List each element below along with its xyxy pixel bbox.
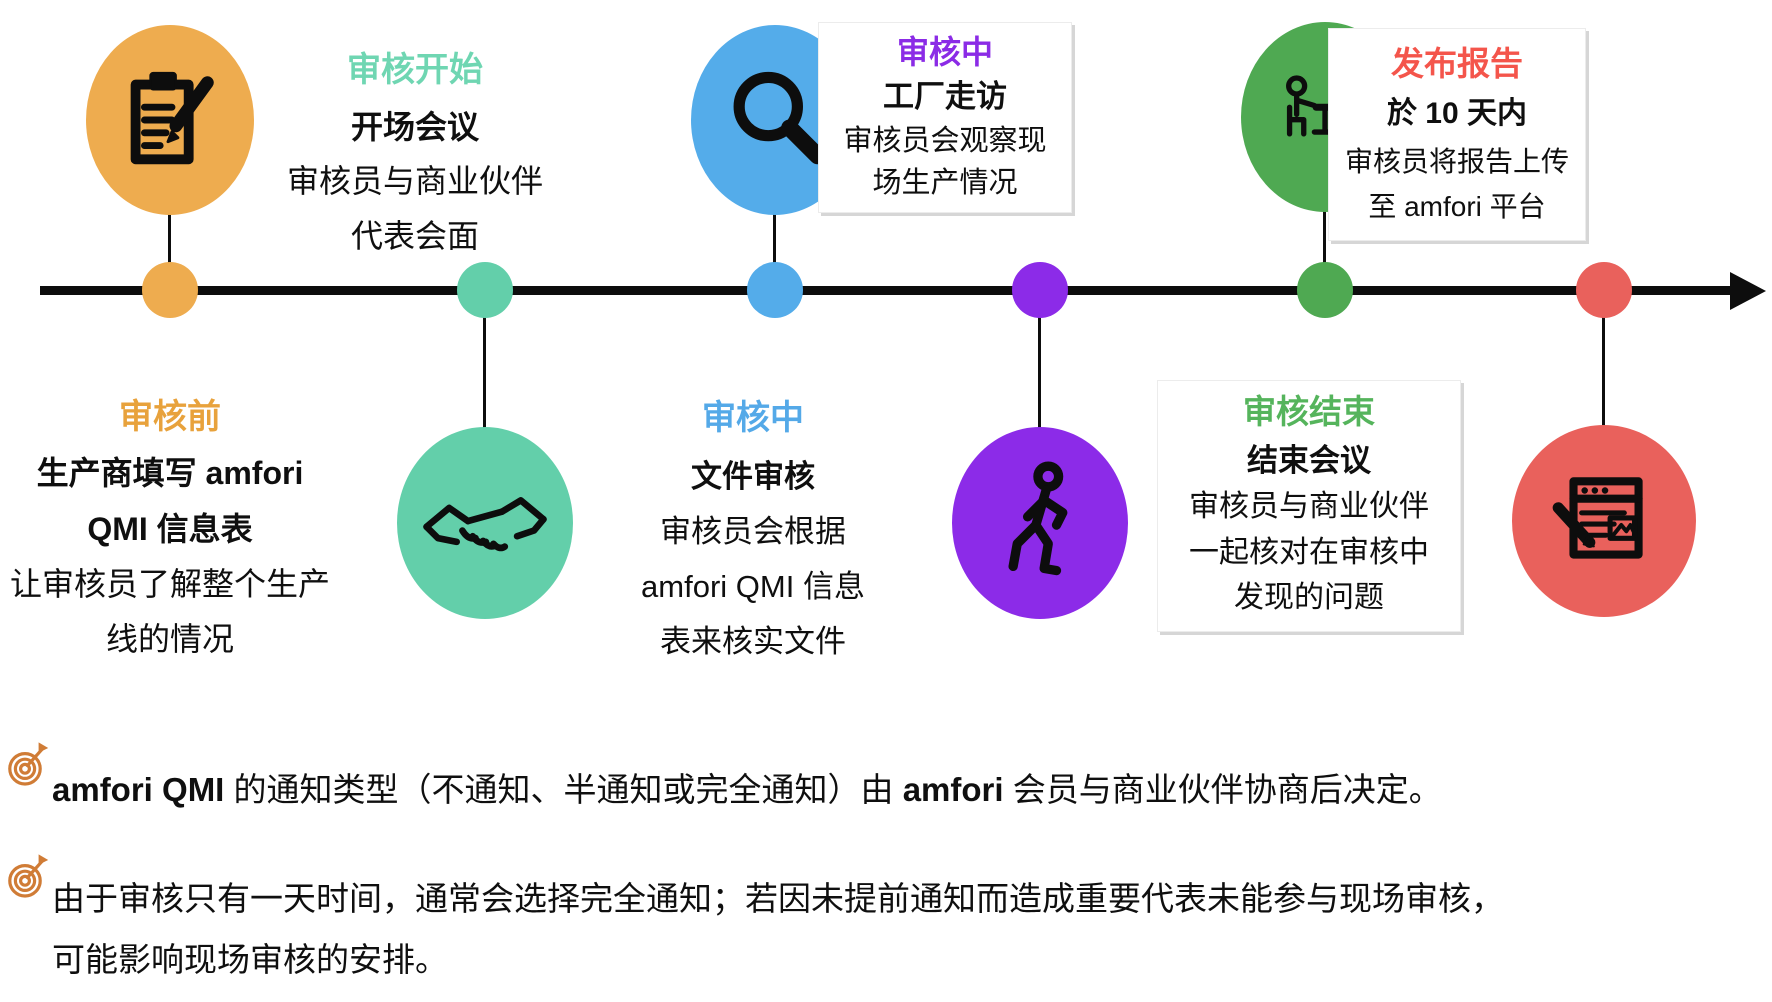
note1-bold-amfori-qmi: amfori QMI (52, 771, 225, 808)
publish-report-circle (1512, 425, 1696, 617)
note1-bold-amfori: amfori (902, 771, 1004, 808)
note2-line1: 由于审核只有一天时间，通常会选择完全通知；若因未提前通知而造成重要代表未能参与现… (52, 880, 1504, 917)
timeline-node-audit-opening (457, 262, 513, 318)
note1-text-2: 会员与商业伙伴协商后决定。 (1003, 771, 1442, 808)
pre-audit-label: 审核前 (119, 398, 221, 436)
connector-pre-audit (168, 212, 171, 264)
document-review-text: 审核中 文件审核 审核员会根据 amfori QMI 信息 表来核实文件 (598, 388, 908, 669)
connector-publish-report (1602, 316, 1605, 427)
publish-report-desc-line2: 至 amfori 平台 (1368, 191, 1546, 223)
publish-report-desc: 审核员将报告上传 (1344, 146, 1569, 178)
pre-audit-desc: 让审核员了解整个生产 (9, 565, 330, 602)
factory-tour-text: 审核中 工厂走访 审核员会观察现 场生产情况 (818, 22, 1072, 214)
connector-factory-tour (1038, 316, 1041, 429)
audit-opening-title: 开场会议 (350, 108, 479, 145)
audit-closing-desc-line2: 一起核对在审核中 (1189, 535, 1429, 569)
note1-text-1: 的通知类型（不通知、半通知或完全通知）由 (224, 771, 903, 808)
handshake-icon (423, 497, 547, 552)
walking-person-icon (1008, 461, 1068, 576)
magnifier-icon (733, 71, 826, 165)
timeline-node-publish-report (1576, 262, 1632, 318)
factory-tour-desc-line2: 场生产情况 (872, 167, 1018, 200)
factory-tour-desc: 审核员会观察现 (843, 125, 1047, 158)
report-icon (1552, 477, 1643, 559)
target-dart-icon (5, 846, 53, 911)
document-review-desc-line2: amfori QMI 信息 (641, 568, 865, 604)
document-review-desc-line3: 表来核实文件 (660, 624, 846, 660)
audit-closing-label: 审核结束 (1243, 393, 1375, 430)
document-review-label: 审核中 (702, 399, 804, 437)
audit-closing-desc-line3: 发现的问题 (1234, 581, 1384, 615)
timeline-line (40, 286, 1740, 295)
note2-line2: 可能影响现场审核的安排。 (52, 941, 448, 979)
timeline-node-pre-audit (142, 262, 198, 318)
audit-closing-desc: 审核员与商业伙伴 (1189, 490, 1429, 524)
audit-opening-label: 审核开始 (347, 51, 483, 89)
pre-audit-text: 审核前 生产商填写 amfori QMI 信息表 让审核员了解整个生产 线的情况 (0, 388, 340, 667)
note-full-notification: 由于审核只有一天时间，通常会选择完全通知；若因未提前通知而造成重要代表未能参与现… (52, 868, 1712, 990)
factory-tour-title: 工厂走访 (883, 79, 1007, 115)
document-review-desc: 审核员会根据 (660, 513, 846, 549)
factory-tour-circle (952, 427, 1128, 619)
pre-audit-circle (86, 25, 254, 215)
timeline-node-factory-tour (1012, 262, 1068, 318)
audit-closing-title: 结束会议 (1247, 443, 1371, 479)
timeline-arrowhead-icon (1730, 272, 1766, 310)
pre-audit-title-line2: QMI 信息表 (87, 510, 253, 547)
connector-document-review (773, 212, 776, 264)
audit-closing-text: 审核结束 结束会议 审核员与商业伙伴 一起核对在审核中 发现的问题 (1157, 380, 1461, 633)
audit-opening-desc-line2: 代表会面 (350, 217, 479, 254)
pre-audit-title: 生产商填写 amfori (36, 455, 304, 492)
audit-opening-circle (397, 427, 573, 619)
timeline-node-audit-closing (1297, 262, 1353, 318)
connector-audit-closing (1323, 210, 1326, 264)
factory-tour-label: 审核中 (896, 34, 993, 70)
pre-audit-desc-line2: 线的情况 (105, 620, 234, 657)
audit-opening-text: 审核开始 开场会议 审核员与商业伙伴 代表会面 (260, 42, 570, 263)
timeline-node-document-review (747, 262, 803, 318)
document-review-title: 文件审核 (691, 458, 815, 494)
audit-opening-desc: 审核员与商业伙伴 (286, 163, 543, 200)
publish-report-label: 发布报告 (1391, 45, 1523, 82)
target-dart-icon (5, 734, 53, 799)
note-notification-type: amfori QMI 的通知类型（不通知、半通知或完全通知）由 amfori 会… (52, 763, 1712, 811)
connector-audit-opening (483, 316, 486, 429)
publish-report-title: 於 10 天内 (1386, 97, 1528, 131)
publish-report-text: 发布报告 於 10 天内 审核员将报告上传 至 amfori 平台 (1328, 28, 1586, 241)
clipboard-pencil-icon (130, 71, 214, 165)
